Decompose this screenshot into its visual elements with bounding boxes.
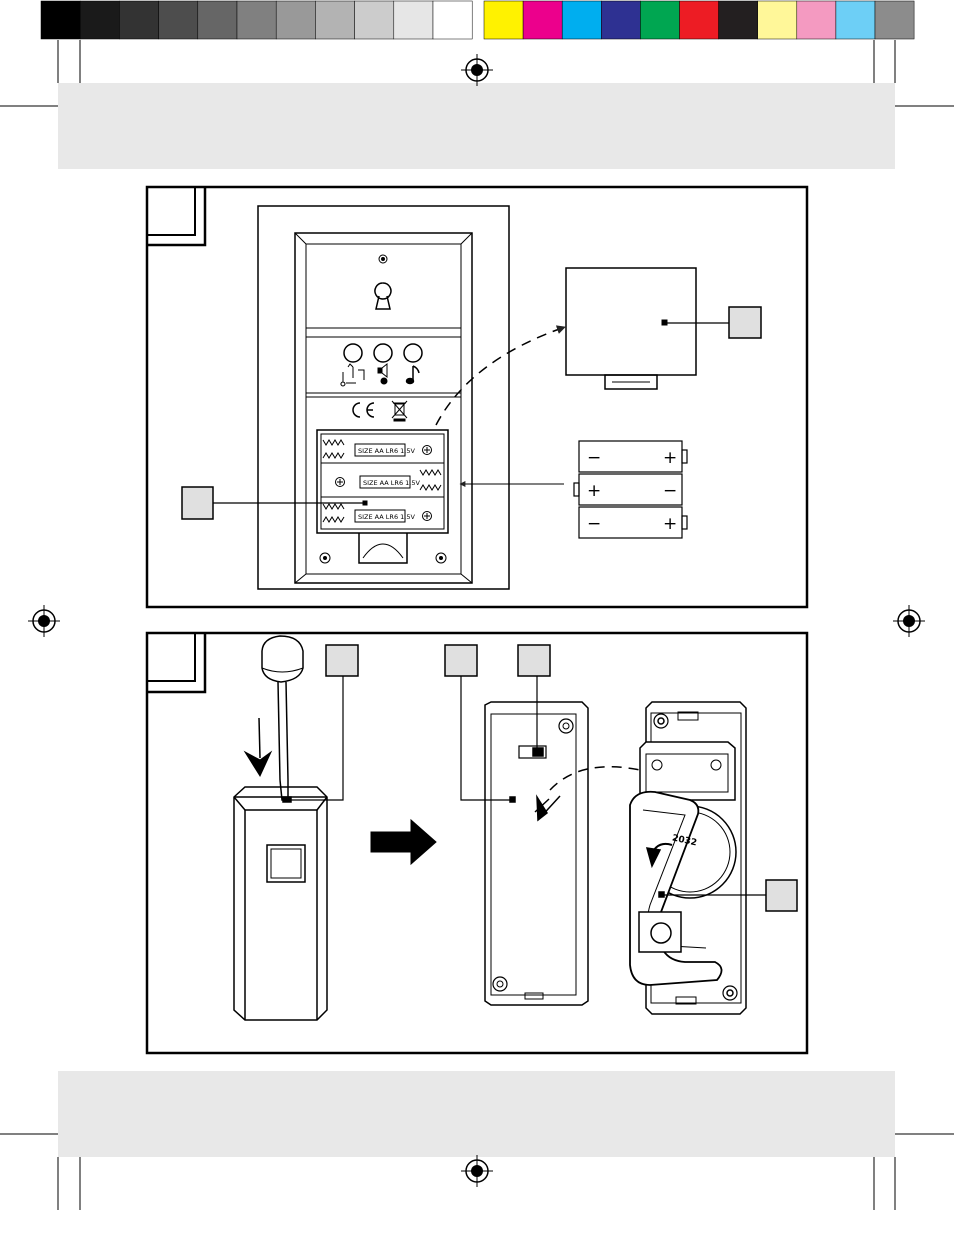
battery-label: SIZE AA LR6 1.5V — [358, 447, 415, 455]
color-swatch — [561, 0, 602, 40]
weee-bin-icon — [391, 400, 408, 422]
figure-number-box — [146, 186, 196, 236]
figure-number-box — [146, 632, 196, 682]
transmitter-closed — [233, 676, 344, 1021]
label-box-slot — [325, 644, 359, 677]
battery-labels: SIZE AA LR6 1.5V SIZE AA LR6 1.5V SIZE A… — [358, 447, 420, 521]
note-icon — [405, 365, 420, 385]
color-swatch — [483, 0, 524, 40]
plus-sign: + — [663, 514, 677, 534]
screwdriver-icon — [261, 635, 304, 801]
gray-swatch — [40, 0, 81, 40]
crop-marks — [0, 40, 954, 1210]
gray-swatch — [119, 0, 159, 40]
keyhole-icon — [374, 282, 392, 310]
gray-swatch — [275, 0, 316, 40]
color-swatch — [718, 0, 758, 40]
battery-compartment — [316, 429, 449, 534]
minus-sign: − — [663, 481, 677, 501]
gray-swatch — [236, 0, 277, 40]
color-swatch — [679, 0, 719, 40]
gray-swatch — [79, 0, 120, 40]
color-swatch — [835, 0, 876, 40]
next-step-arrow — [370, 818, 437, 866]
label-box-cover — [728, 306, 762, 339]
color-swatch — [640, 0, 680, 40]
registration-mark-icon — [893, 605, 925, 637]
cover-flip-arrow — [549, 765, 641, 791]
registration-mark-icon — [461, 1155, 493, 1187]
volume-button — [373, 343, 393, 363]
gray-swatch — [393, 0, 434, 40]
rotate-arrow-icon — [645, 842, 673, 869]
label-box-switch — [517, 644, 551, 677]
gray-swatch — [432, 0, 473, 40]
gray-swatch — [197, 0, 238, 40]
battery-cover — [565, 267, 729, 390]
volume-icon — [377, 362, 388, 385]
registration-mark-icon — [461, 54, 493, 86]
color-swatch — [522, 0, 563, 40]
gray-swatch — [354, 0, 395, 40]
color-swatch — [796, 0, 837, 40]
battery-polarity-signs: − + + − − + — [587, 448, 677, 534]
minus-sign: − — [587, 514, 601, 534]
label-box-battery-door — [765, 879, 798, 912]
footer-band — [58, 1071, 895, 1157]
color-swatch — [874, 0, 915, 40]
panel-1 — [145, 185, 809, 609]
gray-swatch — [315, 0, 355, 40]
battery-label: SIZE AA LR6 1.5V — [358, 513, 415, 521]
header-band — [58, 83, 895, 169]
color-calibration-bar — [40, 0, 915, 40]
plus-sign: + — [663, 448, 677, 468]
minus-sign: − — [587, 448, 601, 468]
transmitter-back-cover — [460, 676, 589, 1006]
gray-swatch — [158, 0, 199, 40]
base-station-back — [213, 205, 510, 590]
melody-button — [343, 343, 363, 363]
color-swatch — [601, 0, 641, 40]
color-swatch — [757, 0, 798, 40]
cover-removal-arrow — [435, 325, 566, 426]
label-box-back-cover — [444, 644, 478, 677]
push-arrow-icon — [243, 717, 273, 778]
registration-mark-icon — [28, 605, 60, 637]
battery-label: SIZE AA LR6 1.5V — [363, 479, 420, 487]
note-button — [403, 343, 423, 363]
melody-icon — [340, 363, 365, 387]
label-box-batteries — [181, 486, 214, 520]
ce-mark-icon — [352, 402, 375, 418]
aa-batteries — [573, 440, 688, 539]
panel-2 — [145, 631, 809, 1055]
transmitter-open — [629, 701, 767, 1015]
plus-sign: + — [587, 481, 601, 501]
